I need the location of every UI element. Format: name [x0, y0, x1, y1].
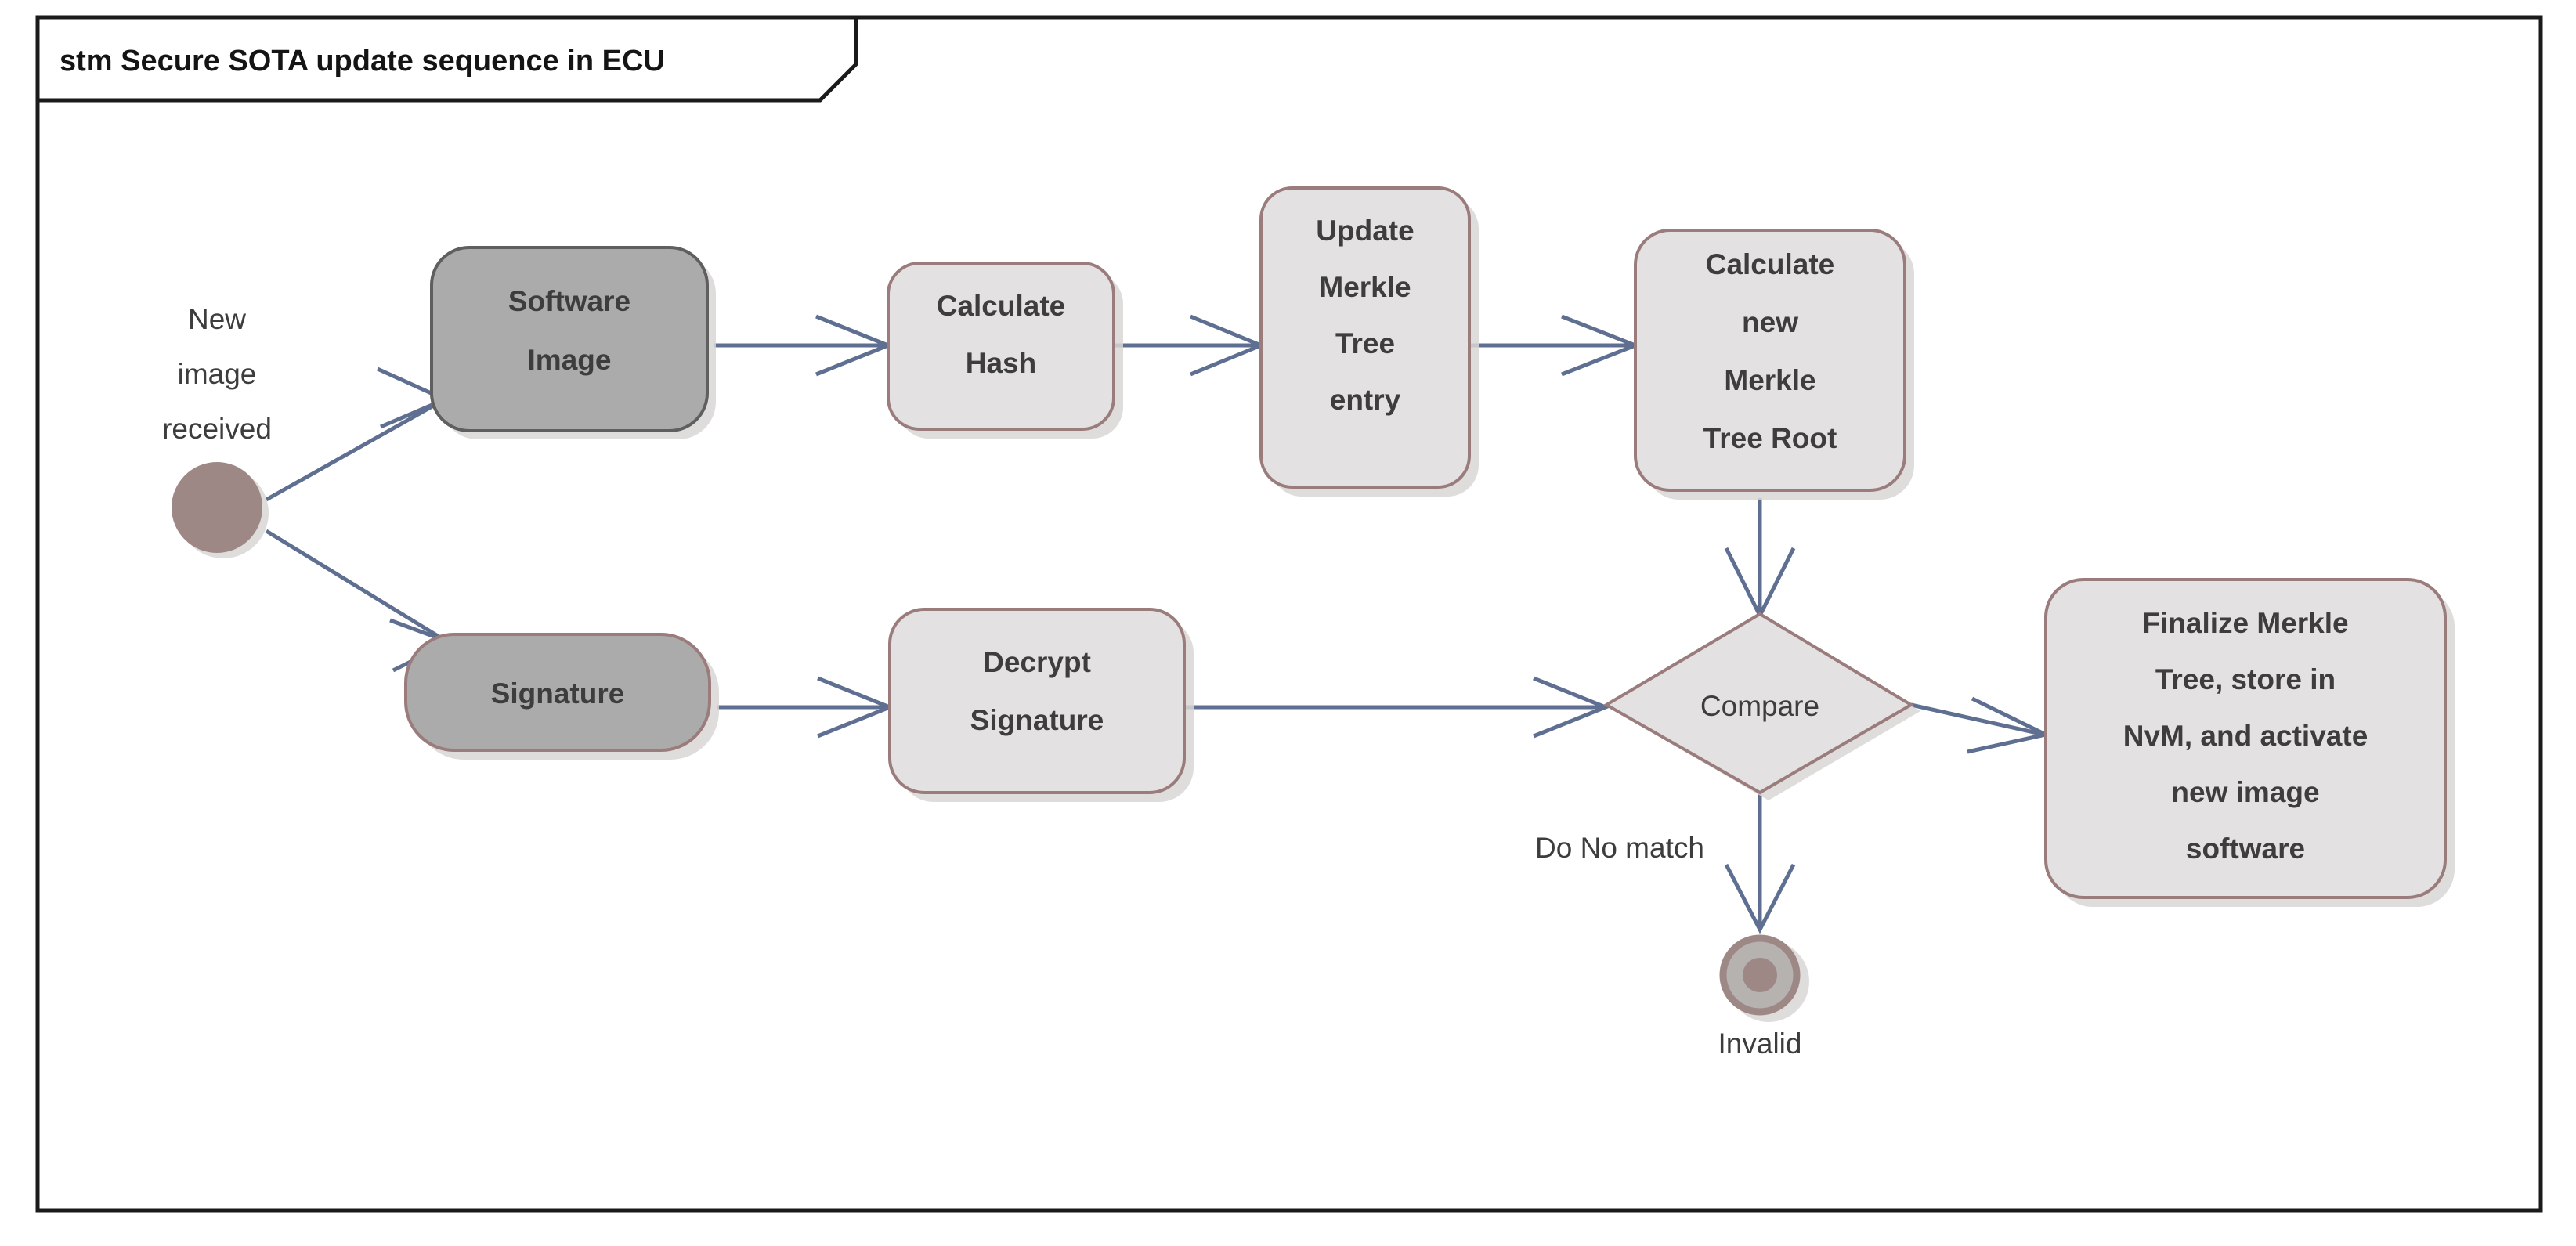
software-image-shape[interactable] — [430, 246, 709, 432]
calculate-root-label-line-2: new — [1742, 306, 1798, 338]
transition-calculate-root-to-compare — [1724, 498, 1796, 620]
update-merkle-entry-label-line-1: Update — [1316, 215, 1414, 247]
node-decrypt-signature[interactable]: Decrypt Signature — [888, 608, 1194, 802]
invalid-label: Invalid — [1718, 1027, 1802, 1060]
finalize-label-line-3: NvM, and activate — [2123, 720, 2368, 752]
frame-border — [35, 15, 2543, 1213]
node-compare-decision[interactable]: Compare — [1603, 612, 1920, 800]
decrypt-signature-shape[interactable] — [888, 608, 1186, 794]
software-image-label-line-2: Image — [528, 344, 612, 376]
calculate-hash-label-line-1: Calculate — [937, 290, 1066, 322]
initial-node-label-line-1: New — [188, 303, 246, 335]
uml-frame: stm Secure SOTA update sequence in ECU — [35, 15, 2543, 1213]
update-merkle-entry-label-line-4: entry — [1330, 384, 1401, 416]
initial-node-circle[interactable] — [172, 462, 262, 553]
calculate-root-label-line-1: Calculate — [1706, 248, 1835, 280]
edge-label-no-match: Do No match — [1535, 832, 1704, 864]
transition-calculate-hash-to-update-merkle-entry — [1114, 314, 1266, 377]
compare-label: Compare — [1700, 690, 1819, 722]
calculate-root-label-line-4: Tree Root — [1703, 422, 1837, 454]
node-finalize-merkle-tree[interactable]: Finalize Merkle Tree, store in NvM, and … — [2044, 578, 2455, 907]
transition-compare-to-finalize — [1910, 696, 2052, 754]
transition-signature-to-decrypt-signature — [717, 676, 895, 739]
signature-shape[interactable] — [404, 633, 711, 752]
transition-update-merkle-entry-to-calculate-root — [1468, 314, 1641, 377]
finalize-label-line-4: new image — [2171, 776, 2319, 808]
node-update-merkle-tree-entry[interactable]: Update Merkle Tree entry — [1259, 186, 1479, 497]
node-initial-state[interactable]: New image received — [162, 303, 272, 558]
invalid-final-dot — [1743, 958, 1777, 992]
calculate-root-shape[interactable] — [1634, 229, 1906, 492]
frame-title-tab — [35, 15, 858, 103]
transition-compare-to-invalid: Do No match — [1535, 791, 1796, 934]
finalize-label-line-1: Finalize Merkle — [2142, 607, 2348, 639]
calculate-hash-label-line-2: Hash — [966, 347, 1036, 379]
transition-initial-to-software-image — [265, 367, 450, 502]
decrypt-signature-label-line-1: Decrypt — [983, 646, 1091, 678]
decrypt-signature-label-line-2: Signature — [970, 704, 1104, 736]
finalize-shape[interactable] — [2044, 578, 2447, 899]
node-software-image[interactable]: Software Image — [430, 246, 716, 439]
initial-node-label-line-2: image — [178, 358, 257, 390]
node-signature[interactable]: Signature — [404, 633, 719, 760]
transition-decrypt-signature-to-compare — [1184, 676, 1611, 739]
compare-diamond-shape[interactable] — [1603, 612, 1914, 795]
update-merkle-entry-label-line-3: Tree — [1335, 327, 1395, 359]
signature-label: Signature — [491, 677, 625, 710]
calculate-hash-shape[interactable] — [887, 262, 1115, 431]
transition-software-image-to-calculate-hash — [714, 314, 894, 377]
update-merkle-entry-label-line-2: Merkle — [1319, 271, 1411, 303]
finalize-label-line-5: software — [2186, 832, 2305, 865]
node-calculate-hash[interactable]: Calculate Hash — [887, 262, 1123, 439]
node-invalid-final-state[interactable]: Invalid — [1718, 934, 1809, 1060]
finalize-label-line-2: Tree, store in — [2155, 663, 2336, 695]
update-merkle-tree-entry-shape[interactable] — [1259, 186, 1471, 489]
node-calculate-new-merkle-tree-root[interactable]: Calculate new Merkle Tree Root — [1634, 229, 1914, 500]
initial-node-label-line-3: received — [162, 413, 272, 445]
frame-title-text: stm Secure SOTA update sequence in ECU — [60, 45, 665, 78]
software-image-label-line-1: Software — [508, 285, 630, 317]
calculate-root-label-line-3: Merkle — [1724, 364, 1815, 396]
